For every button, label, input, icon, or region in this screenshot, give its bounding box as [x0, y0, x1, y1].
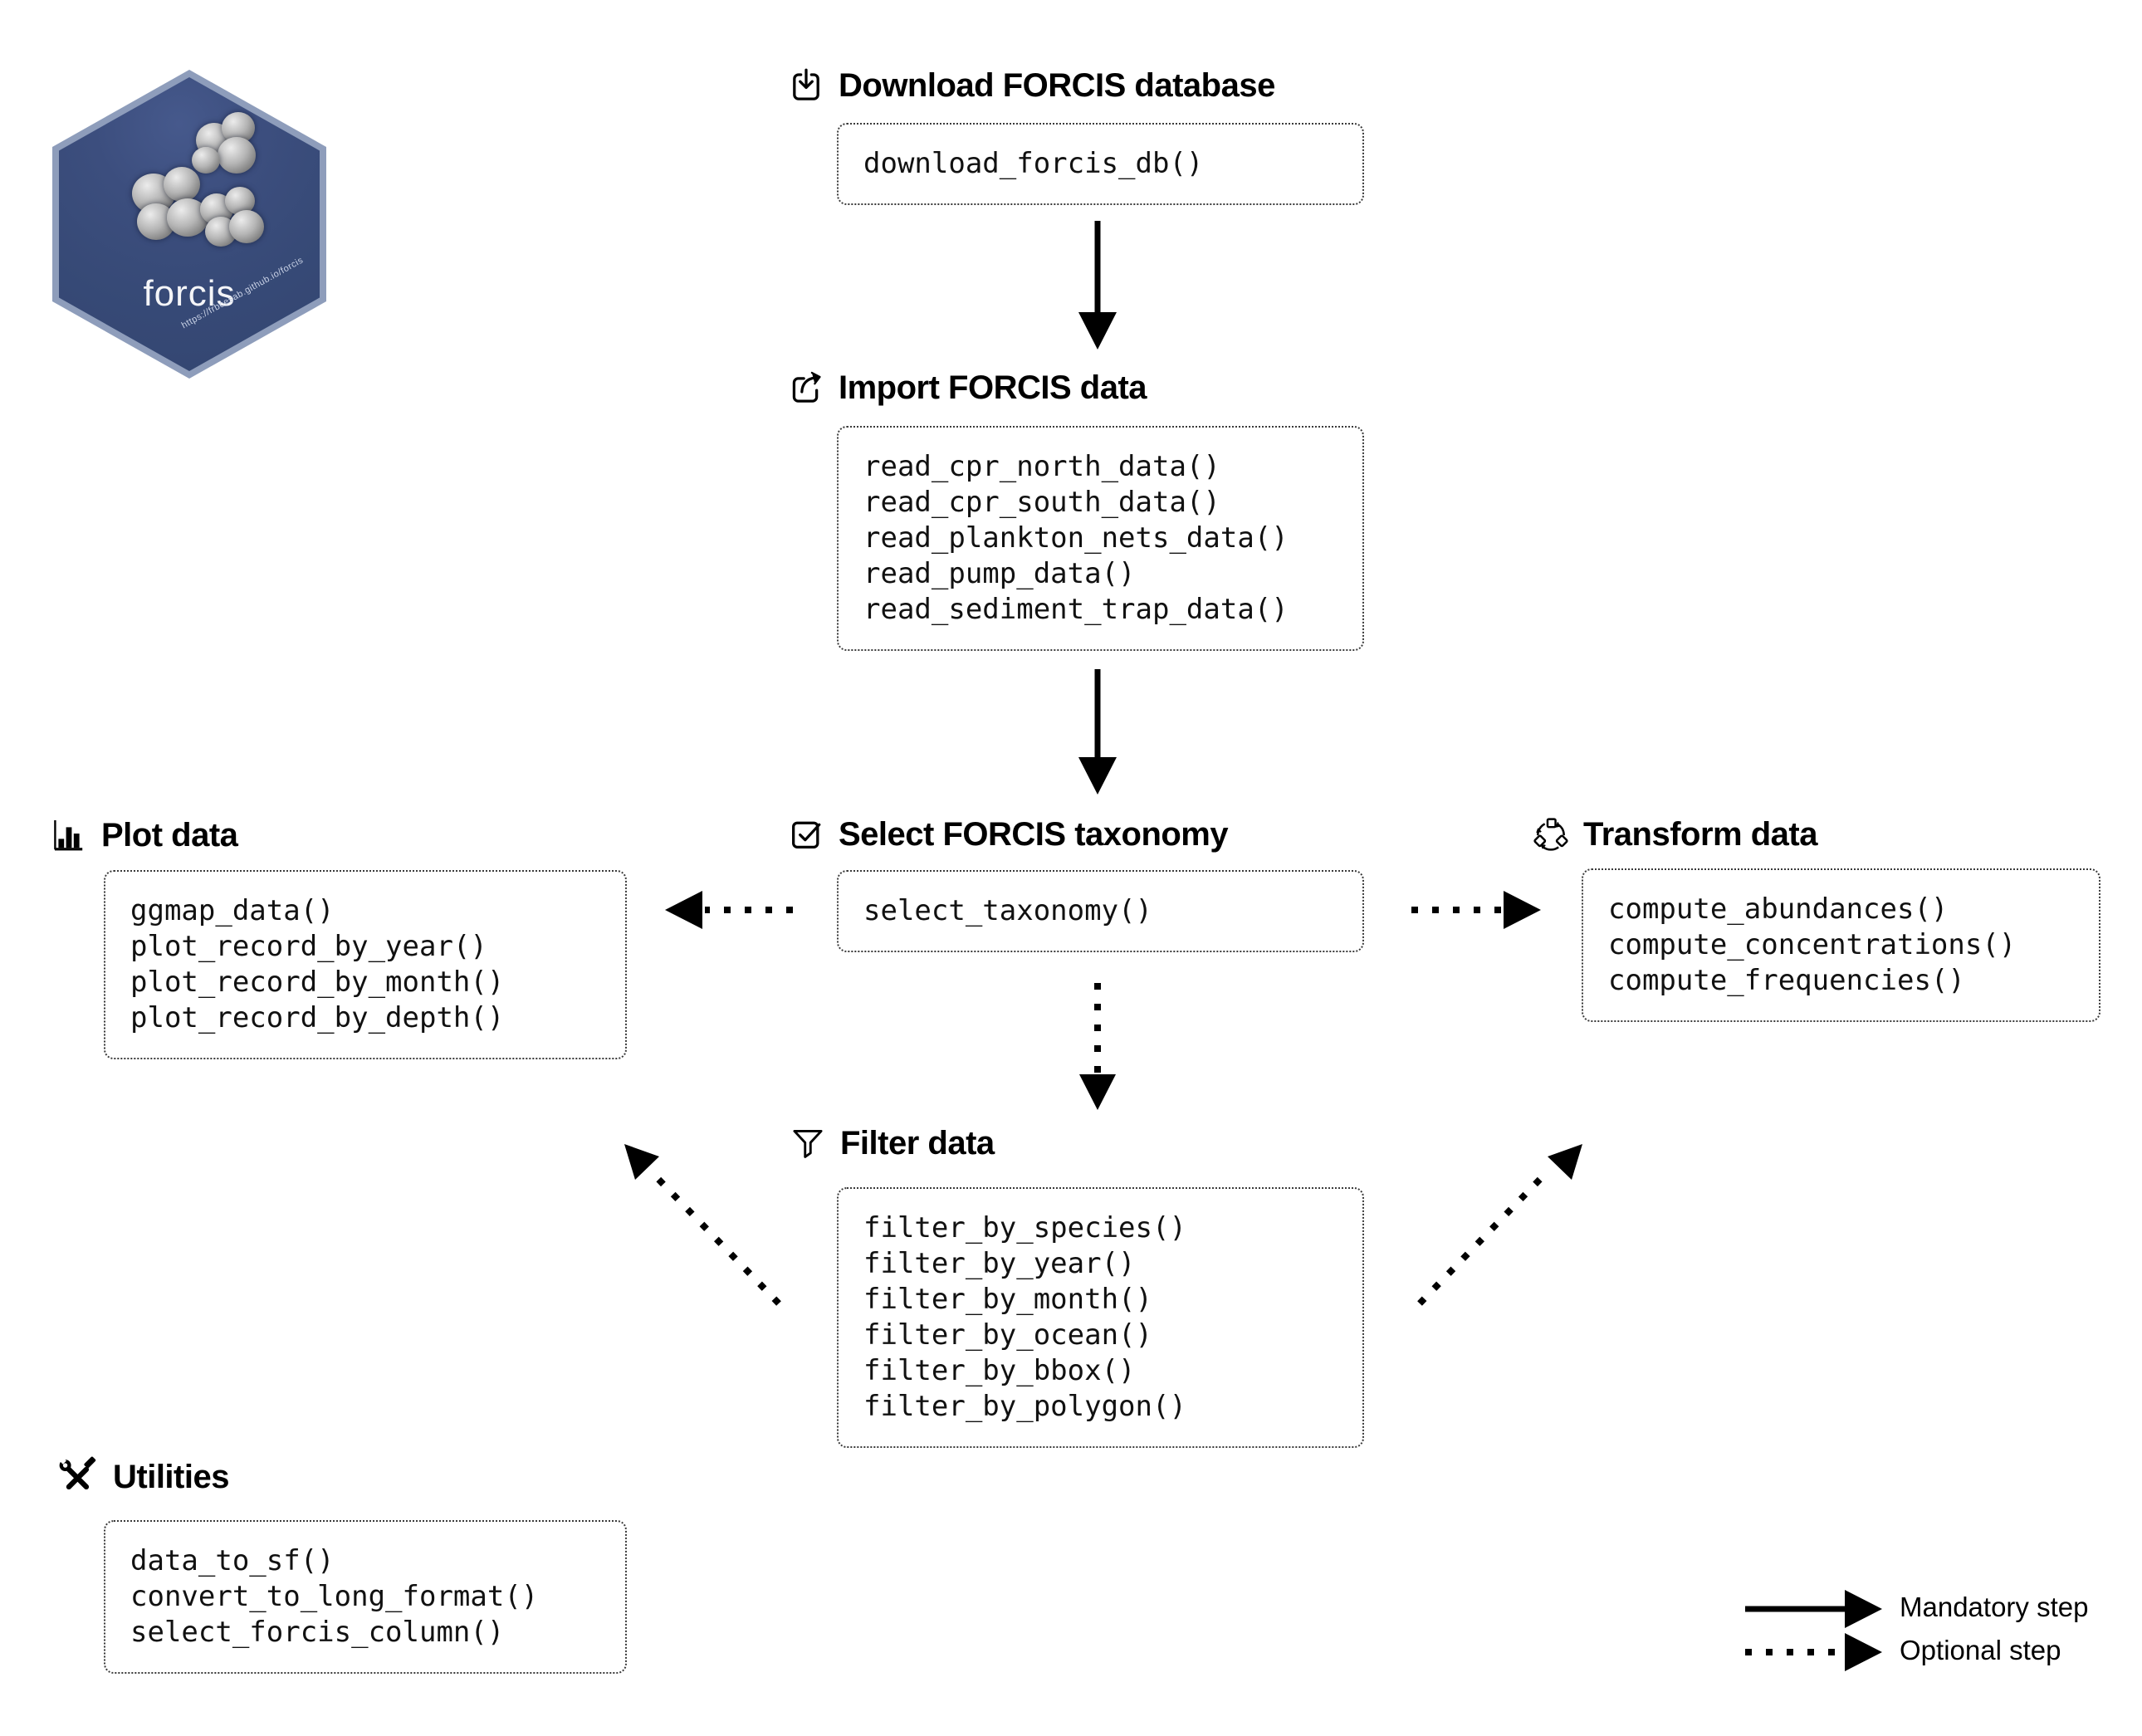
- legend-mandatory-label: Mandatory step: [1900, 1592, 2089, 1622]
- import-function-box: read_cpr_north_data() read_cpr_south_dat…: [837, 426, 1364, 651]
- function-name: plot_record_by_month(): [130, 966, 505, 999]
- section-download-heading: Download FORCIS database: [787, 66, 1275, 105]
- function-name: read_plankton_nets_data(): [863, 521, 1289, 555]
- taxonomy-function-box: select_taxonomy(): [837, 870, 1364, 952]
- function-name: filter_by_bbox(): [863, 1354, 1136, 1387]
- arrow-download-to-import: [1078, 221, 1117, 350]
- logo-package-name: forcis: [143, 273, 236, 314]
- crossed-tools-icon: [59, 1456, 96, 1490]
- arrow-filter-to-plot: [624, 1144, 781, 1306]
- recycle-cycle-icon: [1533, 818, 1568, 851]
- section-utilities-title: Utilities: [113, 1458, 229, 1495]
- function-name: compute_abundances(): [1608, 892, 1949, 926]
- section-utilities-heading: Utilities: [55, 1455, 229, 1499]
- function-name: filter_by_species(): [863, 1211, 1186, 1245]
- forcis-logo-background: forcis https://frbcesab.github.io/forcis: [59, 77, 320, 371]
- function-name: compute_concentrations(): [1608, 928, 2017, 961]
- bar-chart-icon: [54, 820, 83, 851]
- download-tray-icon: [793, 68, 819, 100]
- plot-function-box: ggmap_data() plot_record_by_year() plot_…: [104, 870, 627, 1059]
- legend-optional-label: Optional step: [1900, 1635, 2061, 1665]
- function-name: read_cpr_south_data(): [863, 486, 1220, 519]
- export-arrow-icon: [792, 371, 821, 403]
- function-name: convert_to_long_format(): [130, 1580, 539, 1613]
- section-import-heading: Import FORCIS data: [787, 369, 1147, 407]
- section-download-title: Download FORCIS database: [839, 66, 1275, 104]
- arrow-taxonomy-to-filter: [1079, 983, 1116, 1110]
- function-name: read_pump_data(): [863, 557, 1136, 590]
- download-function-box: download_forcis_db(): [837, 123, 1364, 205]
- function-name: filter_by_ocean(): [863, 1318, 1152, 1352]
- function-name: plot_record_by_year(): [130, 930, 487, 963]
- function-name: ggmap_data(): [130, 894, 335, 927]
- transform-function-box: compute_abundances() compute_concentrati…: [1582, 868, 2100, 1022]
- section-transform-heading: Transform data: [1532, 815, 1817, 853]
- section-plot-title: Plot data: [101, 816, 238, 853]
- function-name: compute_frequencies(): [1608, 964, 1965, 997]
- section-filter-heading: Filter data: [789, 1124, 995, 1162]
- arrow-import-to-taxonomy: [1078, 669, 1117, 795]
- function-name: filter_by_year(): [863, 1247, 1136, 1280]
- section-taxonomy-title: Select FORCIS taxonomy: [839, 815, 1229, 853]
- legend-optional-arrow: [1745, 1633, 1882, 1671]
- function-name: data_to_sf(): [130, 1544, 335, 1577]
- section-transform-title: Transform data: [1583, 815, 1817, 853]
- utilities-function-box: data_to_sf() convert_to_long_format() se…: [104, 1520, 627, 1674]
- function-name: select_taxonomy(): [863, 894, 1152, 927]
- function-name: filter_by_polygon(): [863, 1390, 1186, 1423]
- forcis-logo: forcis https://frbcesab.github.io/forcis: [52, 70, 326, 379]
- section-import-title: Import FORCIS data: [839, 369, 1147, 406]
- arrow-taxonomy-to-transform: [1411, 891, 1541, 929]
- function-name: read_cpr_north_data(): [863, 450, 1220, 483]
- function-name: read_sediment_trap_data(): [863, 593, 1289, 626]
- function-name: download_forcis_db(): [863, 147, 1204, 180]
- legend-mandatory-arrow: [1745, 1590, 1882, 1628]
- section-taxonomy-heading: Select FORCIS taxonomy: [787, 815, 1229, 853]
- arrow-filter-to-transform: [1417, 1144, 1582, 1306]
- funnel-icon: [793, 1129, 823, 1158]
- section-plot-heading: Plot data: [48, 815, 238, 855]
- section-filter-title: Filter data: [840, 1124, 995, 1161]
- function-name: select_forcis_column(): [130, 1616, 505, 1649]
- filter-function-box: filter_by_species() filter_by_year() fil…: [837, 1187, 1364, 1448]
- function-name: plot_record_by_depth(): [130, 1001, 505, 1034]
- checkbox-check-icon: [792, 821, 821, 848]
- arrow-taxonomy-to-plot: [665, 891, 793, 929]
- function-name: filter_by_month(): [863, 1283, 1152, 1316]
